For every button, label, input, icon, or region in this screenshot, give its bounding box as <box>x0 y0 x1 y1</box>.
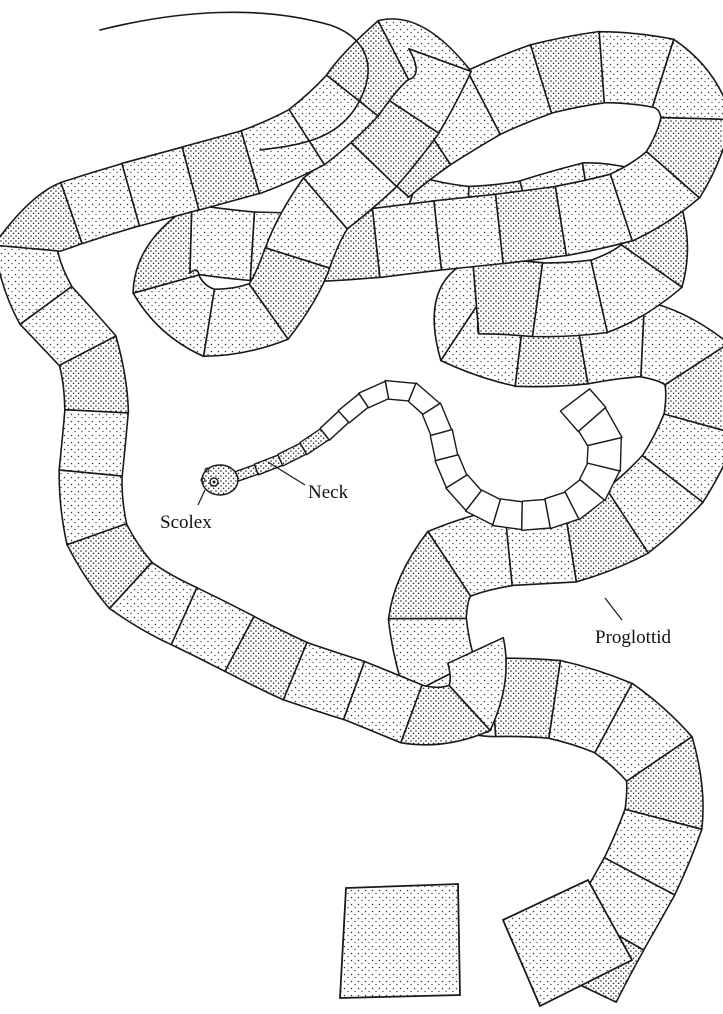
proglottid-chain <box>0 19 723 1002</box>
scolex-label: Scolex <box>160 512 212 533</box>
neck-segment <box>254 455 282 475</box>
proglottid-segment <box>190 205 255 281</box>
neck-chain <box>230 381 622 531</box>
neck-label: Neck <box>308 482 349 503</box>
detached-proglottid-left <box>340 884 460 998</box>
proglottid-segment <box>473 259 543 336</box>
neck-leader-line <box>268 462 305 485</box>
proglottid-segment <box>496 187 567 264</box>
proglottid-segment <box>434 194 503 270</box>
scolex-leader-line <box>198 490 205 505</box>
proglottid-leader-line <box>605 598 622 620</box>
proglottid-label: Proglottid <box>595 627 672 648</box>
proglottid-segment <box>59 410 128 476</box>
proglottid-segment <box>372 201 441 278</box>
scolex-head <box>201 465 238 495</box>
